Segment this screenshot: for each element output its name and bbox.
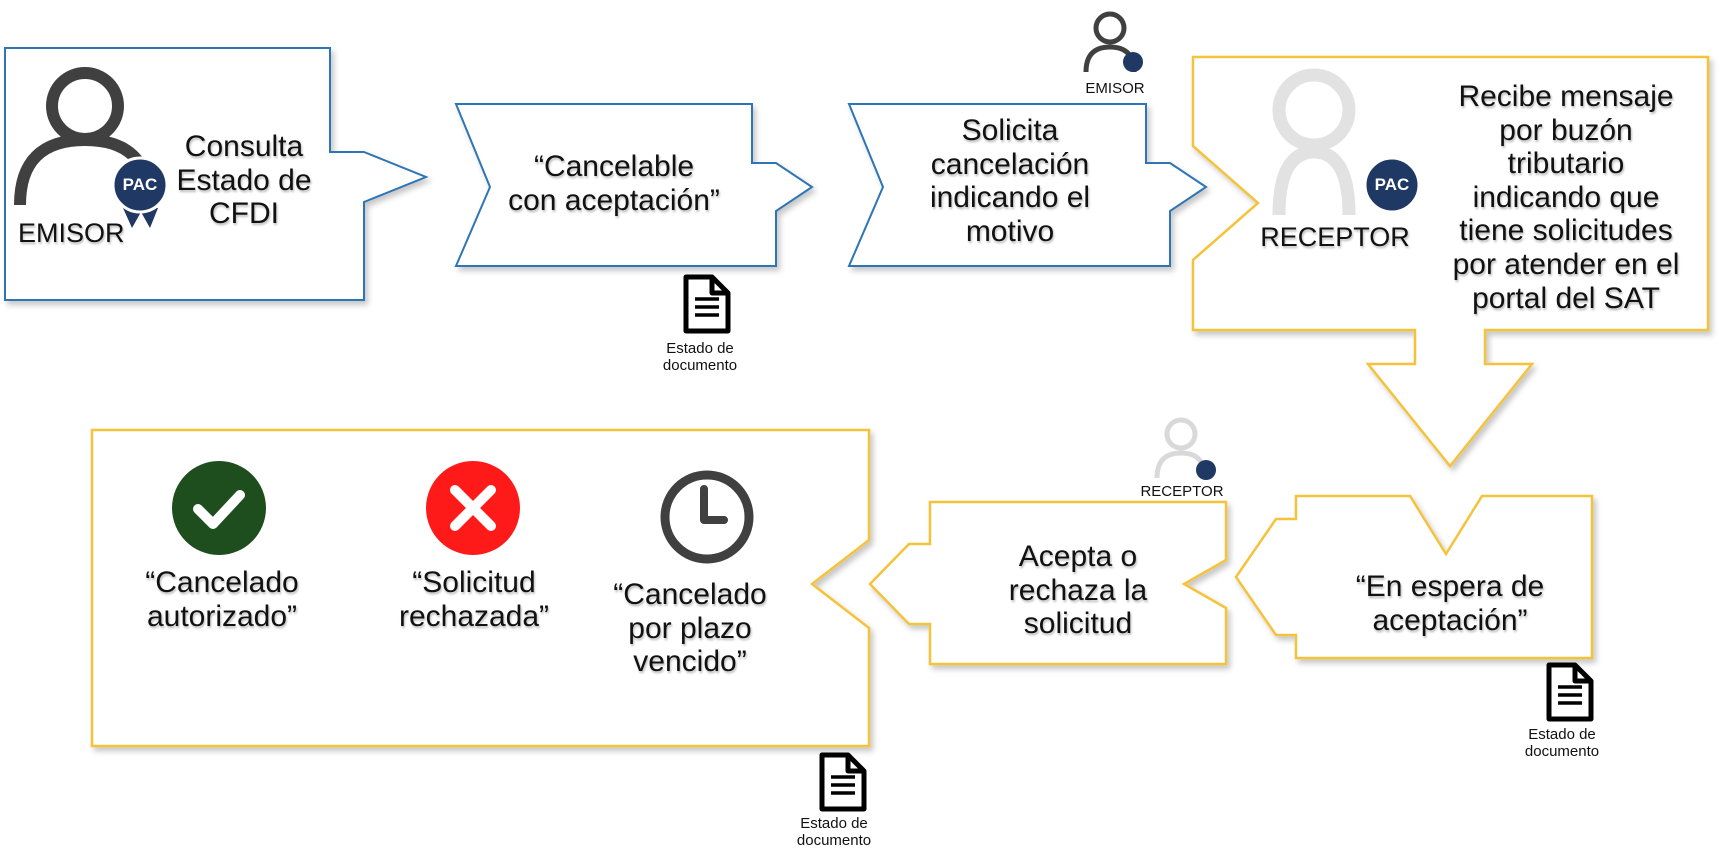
- step3-shape: [847, 103, 1208, 267]
- step6-shape: [868, 500, 1228, 666]
- step6-receptor-icon: [1154, 417, 1216, 480]
- step6-actor-label: RECEPTOR: [1140, 483, 1224, 500]
- x-circle-icon: [426, 461, 520, 555]
- receptor-label: RECEPTOR: [1260, 222, 1410, 252]
- emisor-person-icon: PAC: [14, 67, 169, 228]
- step7-document-icon: [822, 755, 864, 809]
- step1-shape: [4, 47, 429, 301]
- step3-emisor-icon: [1083, 11, 1143, 73]
- receptor-person-icon: PAC: [1272, 68, 1421, 216]
- pac-badge-text-2: PAC: [1375, 175, 1410, 194]
- step2-document-icon: [686, 277, 728, 331]
- step3-actor-label: EMISOR: [1085, 80, 1145, 97]
- pac-badge-text: PAC: [123, 175, 158, 194]
- step5-shape: [1234, 494, 1594, 660]
- clock-icon: [660, 470, 754, 564]
- check-circle-icon: [172, 461, 266, 555]
- emisor-label: EMISOR: [18, 218, 125, 248]
- step2-shape: [454, 103, 814, 267]
- step5-document-icon: [1549, 665, 1591, 719]
